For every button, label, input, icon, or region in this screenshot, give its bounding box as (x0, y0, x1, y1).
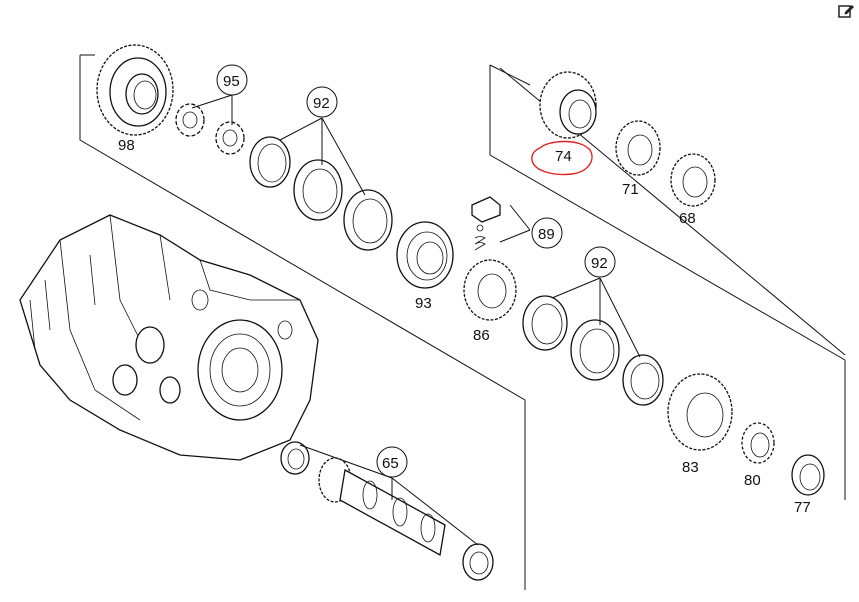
callout-89: 89 (538, 226, 555, 243)
highlight-circle-74 (531, 140, 593, 176)
callout-65: 65 (382, 455, 399, 472)
callout-92b: 92 (591, 255, 608, 272)
callout-92a: 92 (313, 95, 330, 112)
callout-86: 86 (473, 327, 490, 344)
sleeve-77 (791, 454, 825, 496)
edit-icon[interactable] (837, 2, 855, 20)
gear-74 (539, 71, 597, 139)
callout-circles (216, 64, 616, 478)
synchro-ring-92a (249, 136, 393, 251)
callout-93: 93 (415, 295, 432, 312)
callout-68: 68 (679, 210, 696, 227)
detent-spring-89 (471, 196, 501, 251)
gear-71 (615, 120, 661, 176)
callout-95: 95 (223, 73, 240, 90)
synchro-ring-92b (522, 295, 664, 406)
callout-77: 77 (794, 499, 811, 516)
transmission-housing (19, 214, 319, 461)
sleeve-93 (396, 221, 454, 289)
bearing-80 (741, 422, 775, 464)
gear-98 (96, 44, 174, 136)
hub-86 (463, 259, 517, 321)
shaft-65 (280, 441, 494, 581)
leader-lines (191, 94, 641, 546)
gear-83 (667, 373, 733, 451)
callout-74: 74 (555, 148, 572, 165)
callout-83: 83 (682, 459, 699, 476)
callout-80: 80 (744, 472, 761, 489)
gear-68 (670, 153, 716, 207)
bearing-95 (175, 103, 245, 155)
callout-71: 71 (622, 181, 639, 198)
callout-98: 98 (118, 137, 135, 154)
